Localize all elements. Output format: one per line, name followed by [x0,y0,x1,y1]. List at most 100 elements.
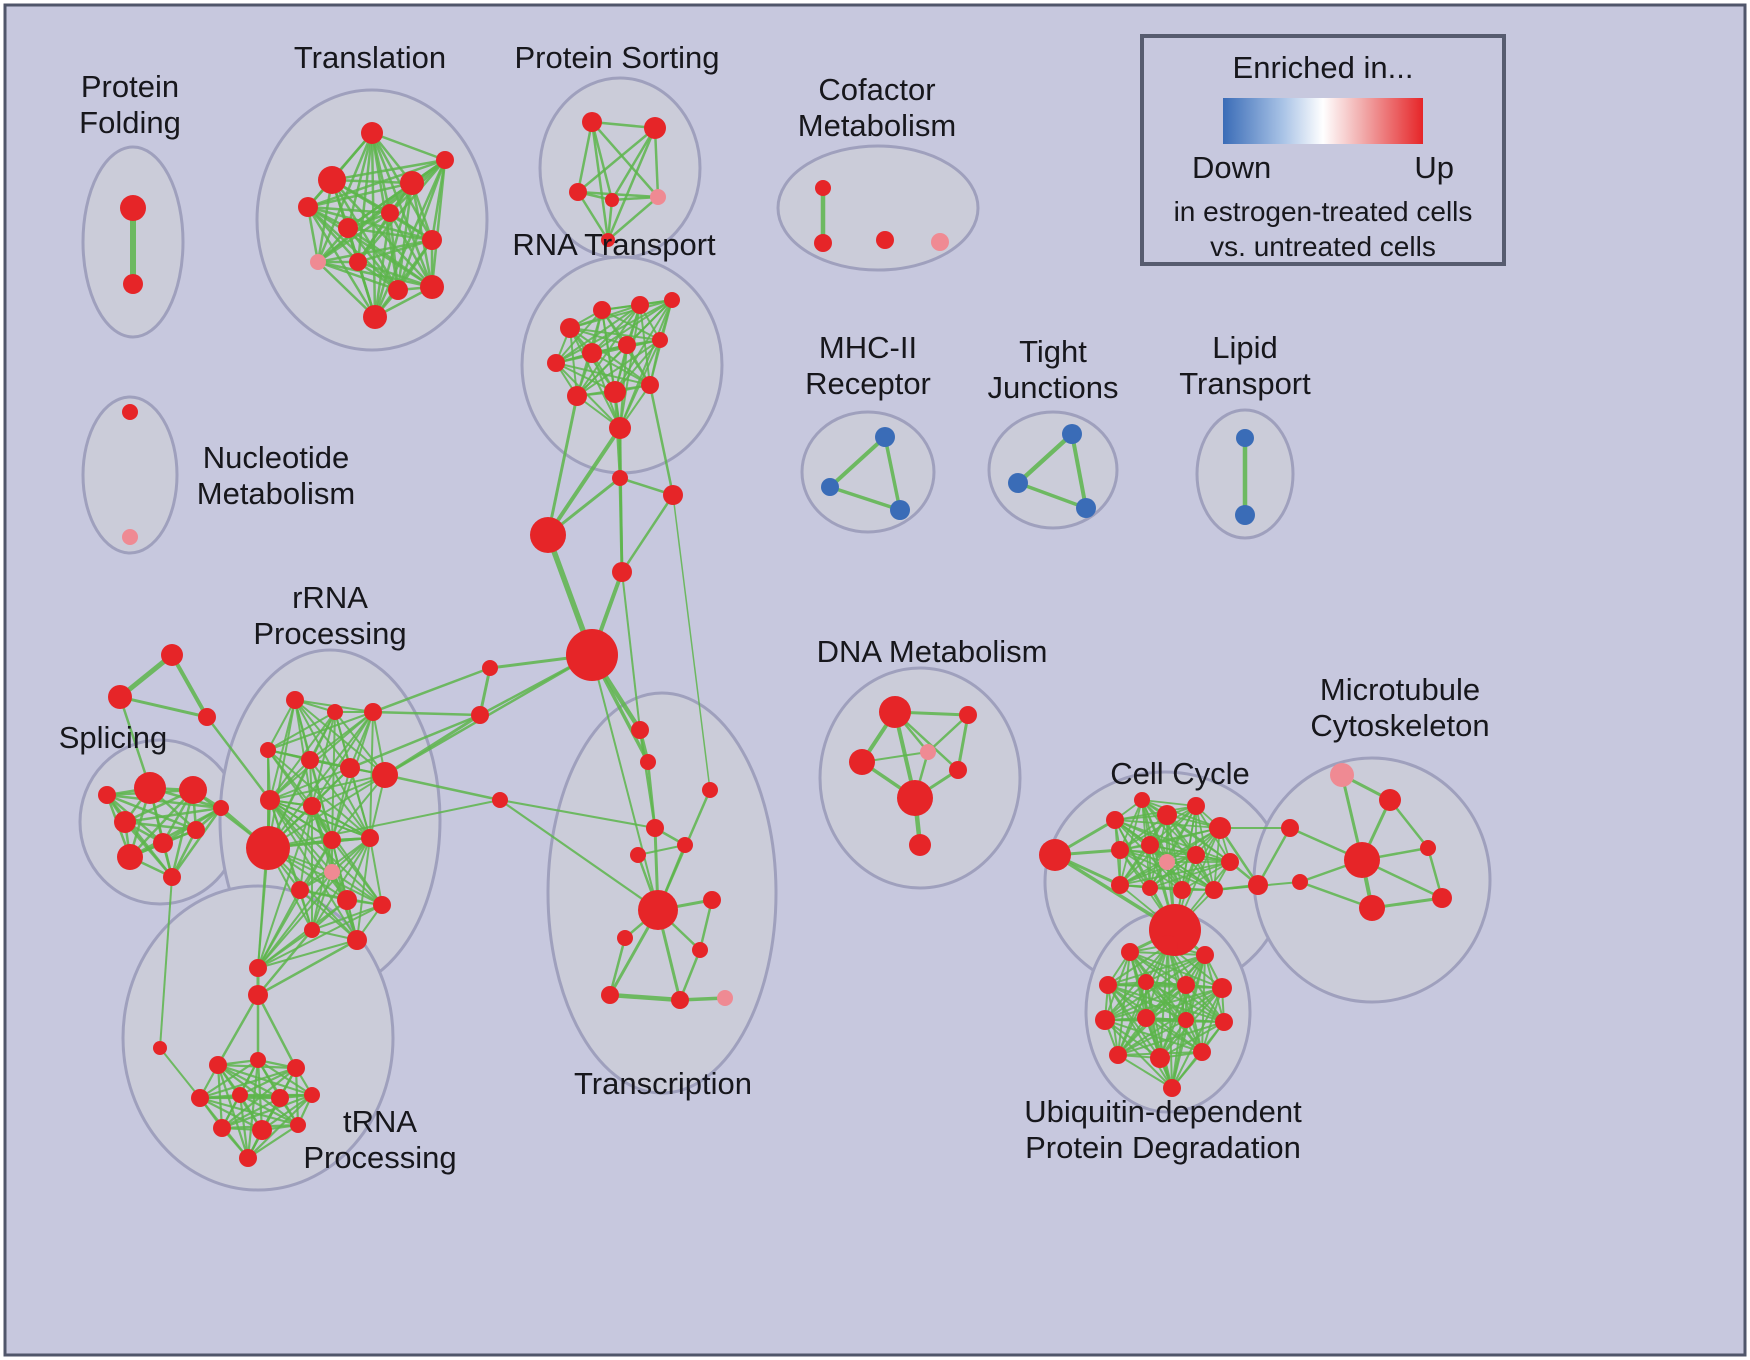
edge-tn9-tn10 [221,1093,313,1130]
edge-x11-x12 [609,992,681,1003]
node-rr2 [327,704,343,720]
node-t2 [361,122,383,144]
node-rr9 [303,797,321,815]
edge-rt5-rt11 [555,362,651,386]
node-mt3 [1281,819,1299,837]
edge-rt4-rt5 [555,299,673,364]
node-rr13 [324,864,340,880]
edge-rr13-rr17 [311,871,333,931]
edge-tn3-tn13 [216,1064,250,1159]
edge-c2-x3 [672,494,711,791]
cluster-label-ubiquitin-degradation: Protein Degradation [1025,1130,1301,1165]
edge-rt8-rt12 [619,339,661,429]
edge-cc10-cc12 [1119,854,1197,886]
node-rt9 [567,386,587,406]
edge-rr12-rr17 [311,837,371,931]
edge-rr2-rr4 [267,711,336,751]
edge-t4-t12 [347,226,433,289]
edge-tn6-tn12 [199,1096,299,1127]
edge-ps1-ps6 [590,121,610,241]
edge-ps3-ps6 [576,191,610,241]
edge-rr9-rr19 [257,805,313,969]
node-t9 [349,253,367,271]
node-x8 [703,891,721,909]
node-m3 [890,500,910,520]
node-ps1 [582,112,602,132]
edge-c5-x7 [591,654,659,911]
edge-rr7-rr11 [331,774,386,841]
cluster-mhc-ii-receptor [800,410,936,534]
node-rr1 [286,691,304,709]
node-rt8 [652,332,668,348]
node-ps4 [605,193,619,207]
node-tn5 [287,1059,305,1077]
node-cc17 [1248,875,1268,895]
edge-u8-u13 [1104,1019,1161,1059]
edge-t9-t12 [357,260,433,289]
legend-gradient-bar [1223,98,1423,144]
node-cc7 [1111,841,1129,859]
node-cc4 [1157,805,1177,825]
edge-cc17-mt3 [1256,827,1292,886]
edge-ps2-ps5 [653,127,660,198]
node-tn3 [209,1056,227,1074]
edge-rt12-c3 [546,426,622,537]
edge-c4-x1 [621,571,641,731]
node-cf3 [876,231,894,249]
node-u11 [1215,1013,1233,1031]
edge-u7-u14 [1201,987,1223,1053]
node-rt4 [664,292,680,308]
edge-t2-t4 [346,132,374,229]
node-sp9 [163,868,181,886]
cluster-label-nucleotide-metabolism: Nucleotide [203,440,349,475]
edge-ps2-ps6 [606,127,657,241]
edge-cc5-cc7 [1119,805,1197,851]
edge-ps1-ps4 [590,121,614,201]
edge-sp3-sp9 [170,789,195,878]
edge-u3-u4 [1107,954,1206,986]
edge-tn1-tn6 [159,1047,201,1099]
node-m1 [875,427,895,447]
edge-rr7-rr10 [267,774,386,849]
edge-rt1-rt4 [569,299,673,329]
edge-x5-x6 [637,844,686,856]
node-d3 [849,749,875,775]
node-tn6 [191,1089,209,1107]
node-x9 [617,930,633,946]
edge-c6-rr3 [372,666,491,714]
node-rr3 [364,703,382,721]
edge-cc5-cc8 [1149,805,1197,846]
edge-m1-m3 [883,436,902,511]
edge-ps1-ps5 [591,121,659,198]
node-x1 [631,721,649,739]
edge-c8-x7 [499,799,659,911]
edge-rr7-rr9 [311,774,386,807]
edge-c7-rr3 [372,710,481,717]
node-t11 [388,280,408,300]
cluster-splicing [78,738,242,906]
edge-ps2-ps3 [577,127,656,193]
edge-rr16-rr19 [257,904,383,969]
cluster-label-trna-processing: Processing [303,1140,456,1175]
node-tn10 [213,1119,231,1137]
edge-x9-x11 [608,937,627,996]
edge-rt2-rt5 [555,309,603,364]
node-cc13 [1142,880,1158,896]
edge-rr9-rr12 [311,805,371,839]
node-rr14 [291,881,309,899]
legend-title: Enriched in... [1232,50,1414,85]
edge-u4-u15 [1107,984,1173,1089]
node-u14 [1193,1043,1211,1061]
node-rt6 [582,343,602,363]
cluster-label-rrna-processing: Processing [253,616,406,651]
legend-subtitle-1: in estrogen-treated cells [1173,196,1473,227]
edge-cc10-cc13 [1149,854,1197,889]
node-rt5 [547,354,565,372]
edge-t3-t5 [307,181,413,209]
node-nm1 [122,404,138,420]
node-t6 [436,151,454,169]
node-x6 [630,847,646,863]
node-pf2 [123,274,143,294]
legend-down-label: Down [1192,150,1272,185]
cluster-label-nucleotide-metabolism: Metabolism [197,476,356,511]
